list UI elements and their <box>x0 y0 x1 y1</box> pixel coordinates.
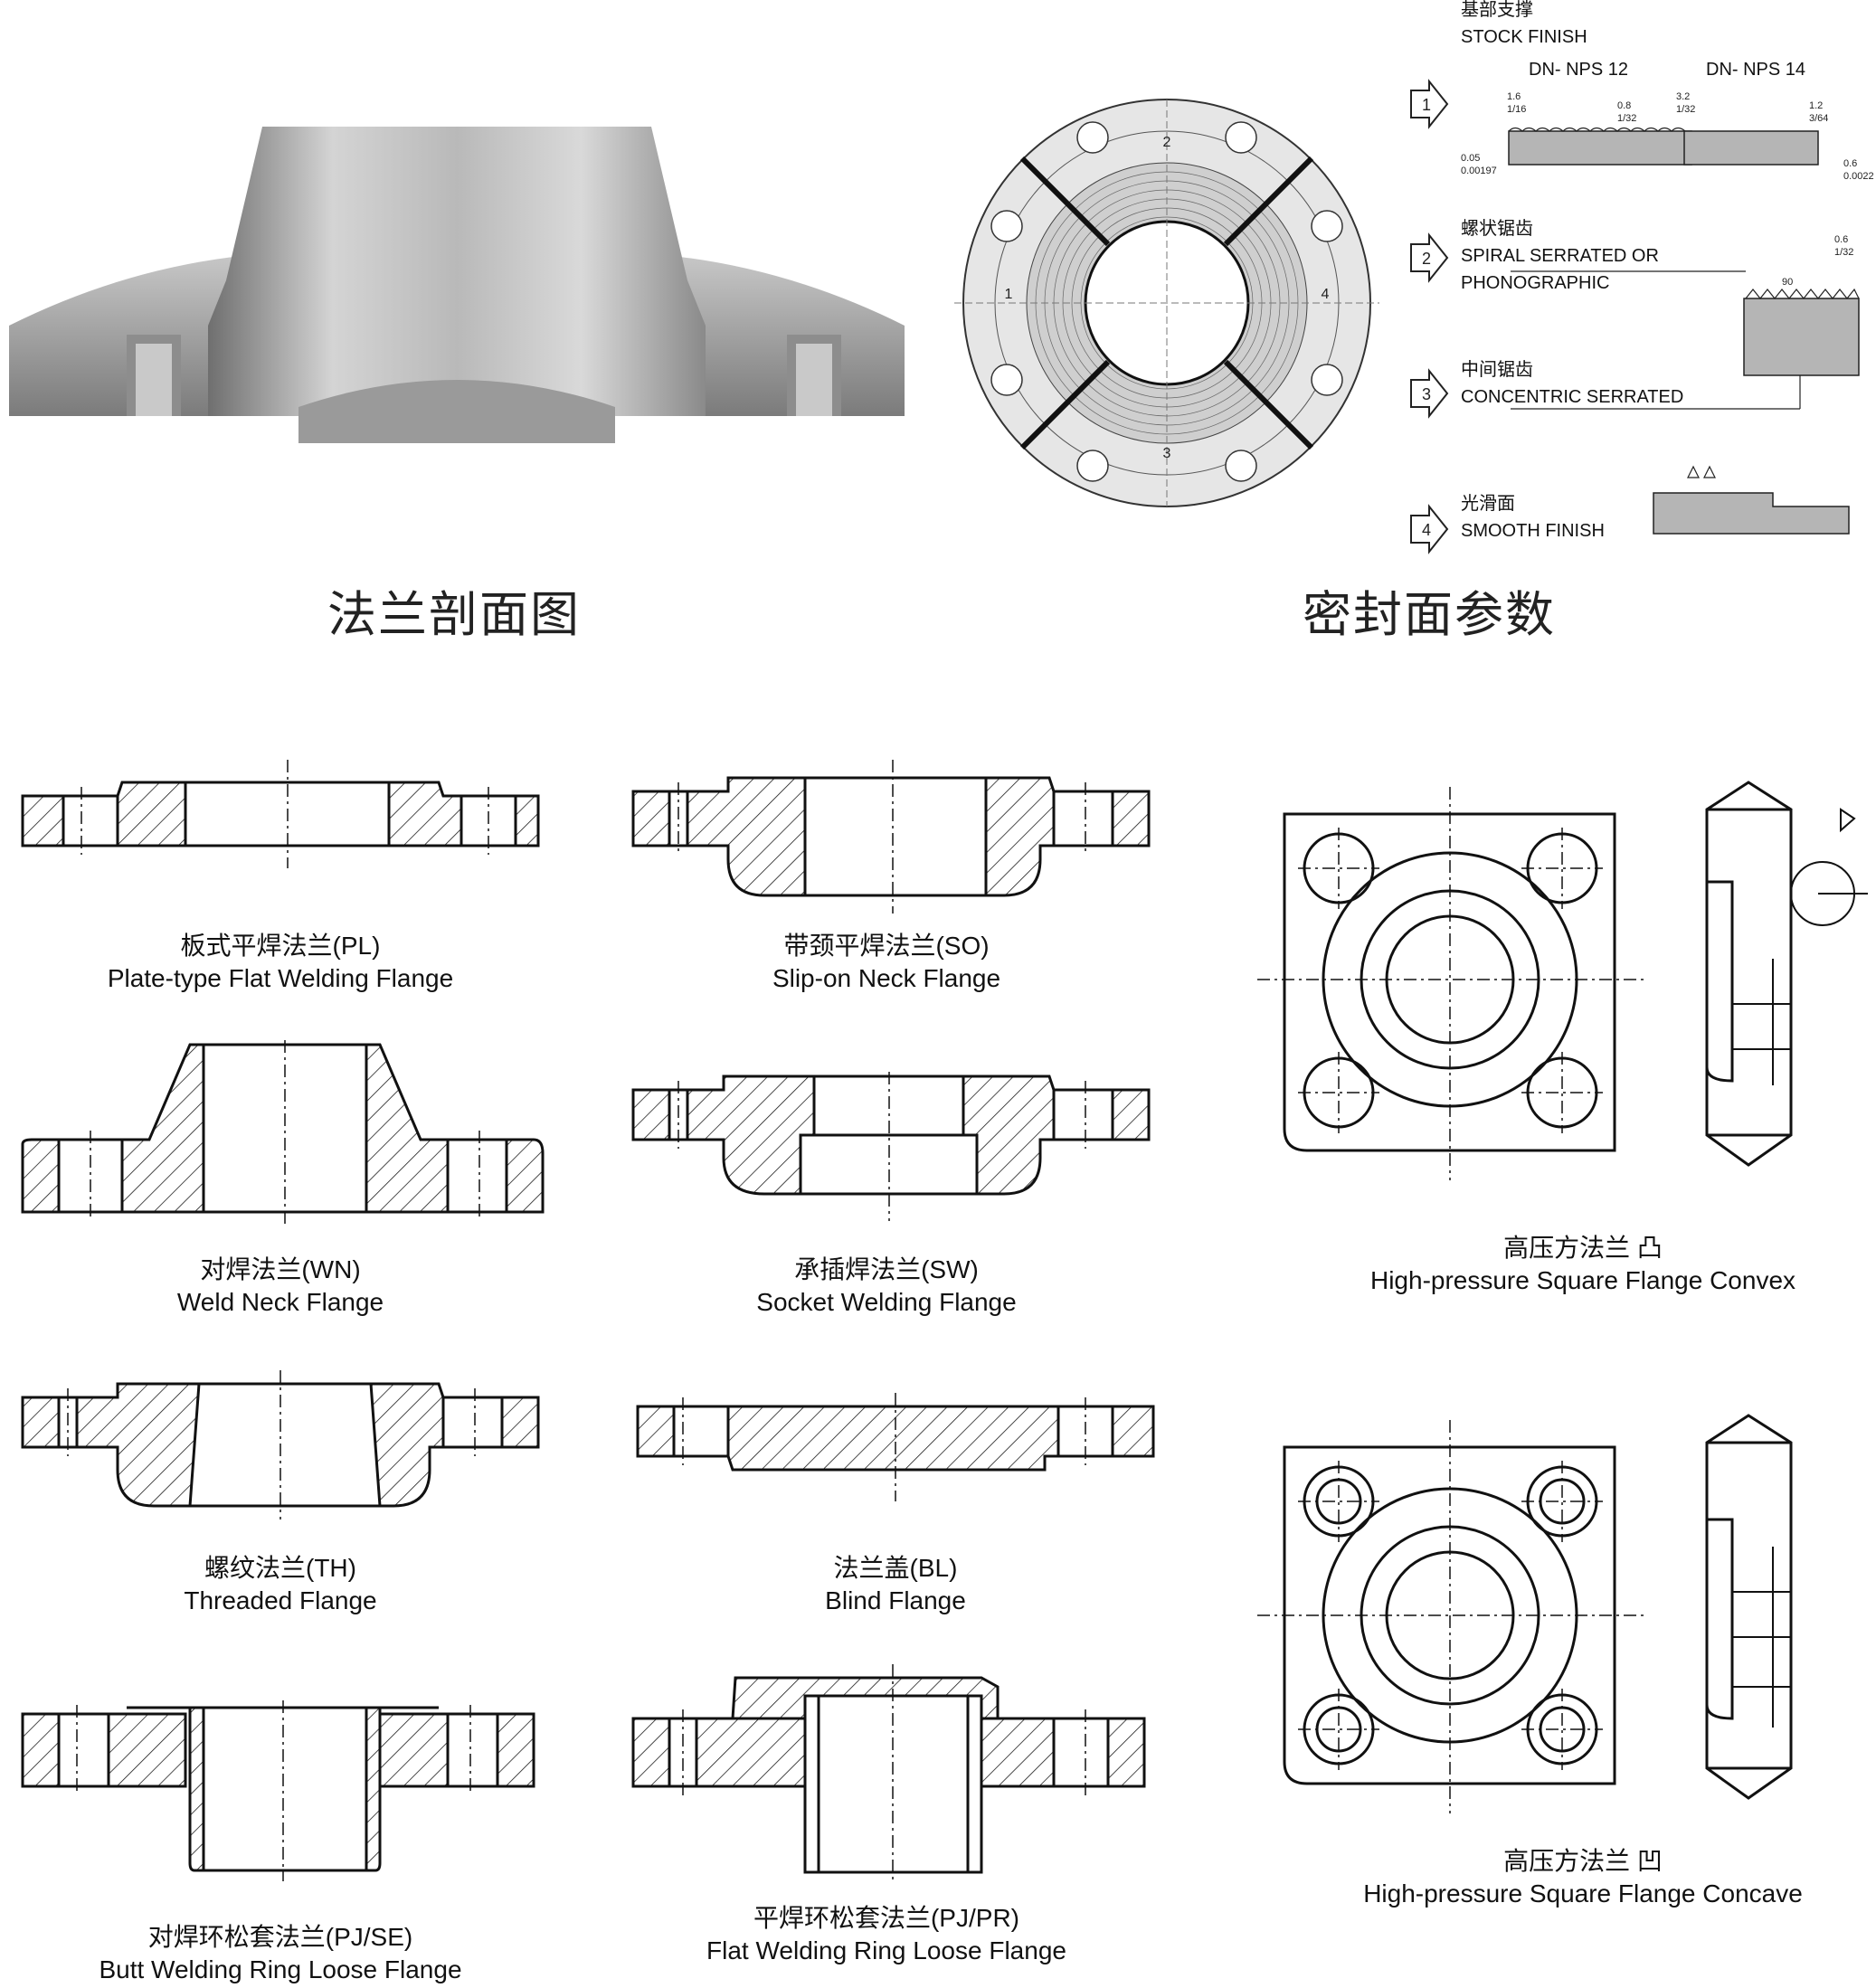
svg-text:1: 1 <box>1005 287 1013 302</box>
caption-pjpr: 平焊环松套法兰(PJ/PR) Flat Welding Ring Loose F… <box>678 1902 1094 1968</box>
caption-th-cn: 螺纹法兰(TH) <box>204 1554 356 1582</box>
dim-g2: 1/32 <box>1834 247 1853 258</box>
spiral-en-1: SPIRAL SERRATED OR <box>1461 246 1659 266</box>
flange-drawing-so <box>631 760 1151 914</box>
caption-concave-en: High-pressure Square Flange Concave <box>1363 1879 1803 1908</box>
dim-a1: 1.6 <box>1507 91 1521 102</box>
concentric-label: 中间锯齿 CONCENTRIC SERRATED <box>1461 356 1683 411</box>
caption-pl-en: Plate-type Flat Welding Flange <box>107 964 454 993</box>
dim-d2: 1/32 <box>1676 104 1695 115</box>
dim-g1: 0.6 <box>1834 234 1848 245</box>
caption-convex-cn: 高压方法兰 凸 <box>1503 1234 1663 1262</box>
dim-e2: 3/64 <box>1809 113 1828 124</box>
marker-3: 3 <box>1422 385 1431 403</box>
dim-d1: 3.2 <box>1676 91 1690 102</box>
caption-wn-en: Weld Neck Flange <box>176 1288 384 1317</box>
svg-text:4: 4 <box>1322 287 1330 302</box>
sealing-face-diagram: 2 3 1 4 <box>954 99 1379 507</box>
caption-convex-en: High-pressure Square Flange Convex <box>1369 1266 1796 1295</box>
dim-e1: 1.2 <box>1809 100 1823 111</box>
caption-concave-cn: 高压方法兰 凹 <box>1503 1847 1663 1875</box>
section-title-right: 密封面参数 <box>1303 586 1556 643</box>
caption-convex: 高压方法兰 凸 High-pressure Square Flange Conv… <box>1312 1232 1854 1298</box>
caption-so-cn: 带颈平焊法兰(SO) <box>783 932 990 960</box>
smooth-label: 光滑面 SMOOTH FINISH <box>1461 490 1605 544</box>
caption-wn-cn: 对焊法兰(WN) <box>200 1255 361 1283</box>
finish-profiles: 1 2 3 4 1.6 1/16 0.8 1/32 0.05 0.00197 3.2… <box>1410 79 1874 554</box>
dim-c1: 0.05 <box>1461 153 1480 164</box>
marker-2: 2 <box>1422 250 1431 268</box>
concentric-cn: 中间锯齿 <box>1461 360 1533 380</box>
caption-so-en: Slip-on Neck Flange <box>772 964 1001 993</box>
square-flange-convex <box>1257 781 1868 1180</box>
stock-finish-cn: 基部支撑 <box>1461 0 1533 20</box>
section-title-left: 法兰剖面图 <box>327 586 581 643</box>
marker-1: 1 <box>1422 96 1431 114</box>
caption-wn: 对焊法兰(WN) Weld Neck Flange <box>90 1254 470 1320</box>
dn-nps-12: DN- NPS 12 <box>1529 60 1629 80</box>
flange-drawing-pjpr <box>631 1664 1146 1881</box>
caption-pjpr-cn: 平焊环松套法兰(PJ/PR) <box>753 1904 1019 1932</box>
caption-pjpr-en: Flat Welding Ring Loose Flange <box>706 1936 1066 1965</box>
caption-so: 带颈平焊法兰(SO) Slip-on Neck Flange <box>696 930 1076 996</box>
svg-text:2: 2 <box>1163 135 1171 150</box>
caption-sw-cn: 承插焊法兰(SW) <box>794 1255 979 1283</box>
caption-bl-cn: 法兰盖(BL) <box>833 1554 958 1582</box>
flange-drawing-wn <box>21 1040 545 1226</box>
stock-finish-label: 基部支撑 STOCK FINISH <box>1461 0 1587 51</box>
marker-4: 4 <box>1422 521 1431 539</box>
dim-c2: 0.00197 <box>1461 166 1497 176</box>
caption-sw: 承插焊法兰(SW) Socket Welding Flange <box>696 1254 1076 1320</box>
flange-drawing-pjse <box>21 1700 535 1881</box>
caption-pl: 板式平焊法兰(PL) Plate-type Flat Welding Flang… <box>90 930 470 996</box>
flange-section-photo <box>9 127 905 443</box>
caption-th-en: Threaded Flange <box>184 1586 377 1615</box>
smooth-cn: 光滑面 <box>1461 494 1515 514</box>
flange-drawing-pl <box>21 760 540 868</box>
spiral-cn: 螺状锯齿 <box>1461 219 1533 239</box>
caption-pl-cn: 板式平焊法兰(PL) <box>180 932 381 960</box>
dim-f2: 0.0022 <box>1843 171 1874 182</box>
flange-drawing-sw <box>631 1072 1151 1221</box>
spiral-label: 螺状锯齿 SPIRAL SERRATED OR PHONOGRAPHIC <box>1461 215 1659 297</box>
stock-finish-en: STOCK FINISH <box>1461 27 1587 47</box>
dim-f1: 0.6 <box>1843 158 1857 169</box>
svg-text:3: 3 <box>1163 446 1171 461</box>
flange-drawing-bl <box>636 1393 1155 1501</box>
caption-concave: 高压方法兰 凹 High-pressure Square Flange Conc… <box>1312 1845 1854 1911</box>
smooth-en: SMOOTH FINISH <box>1461 521 1605 541</box>
dim-b2: 1/32 <box>1617 113 1636 124</box>
dim-b1: 0.8 <box>1617 100 1631 111</box>
spiral-en-2: PHONOGRAPHIC <box>1461 273 1610 293</box>
square-flange-concave <box>1257 1414 1793 1813</box>
concentric-en: CONCENTRIC SERRATED <box>1461 387 1684 407</box>
dim-angle: 90 <box>1782 277 1793 288</box>
caption-pjse: 对焊环松套法兰(PJ/SE) Butt Welding Ring Loose F… <box>63 1921 497 1987</box>
caption-sw-en: Socket Welding Flange <box>756 1288 1017 1317</box>
flange-drawing-th <box>21 1370 540 1519</box>
caption-pjse-en: Butt Welding Ring Loose Flange <box>99 1955 462 1984</box>
dn-nps-14: DN- NPS 14 <box>1706 60 1806 80</box>
dim-a2: 1/16 <box>1507 104 1526 115</box>
caption-bl-en: Blind Flange <box>825 1586 966 1615</box>
caption-th: 螺纹法兰(TH) Threaded Flange <box>90 1552 470 1618</box>
caption-pjse-cn: 对焊环松套法兰(PJ/SE) <box>147 1923 413 1951</box>
caption-bl: 法兰盖(BL) Blind Flange <box>706 1552 1085 1618</box>
